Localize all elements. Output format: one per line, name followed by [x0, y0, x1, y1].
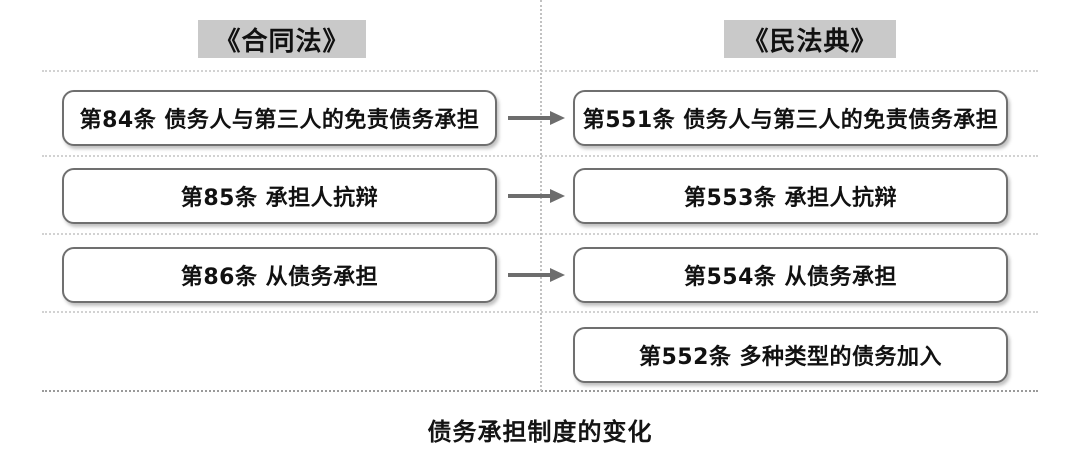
node-left-1: 第84条 债务人与第三人的免责债务承担 [62, 90, 497, 146]
node-right-4: 第552条 多种类型的债务加入 [573, 327, 1008, 383]
separator-line-bottom [42, 390, 1038, 392]
arrow-shaft [508, 116, 552, 120]
column-header-left: 《合同法》 [198, 20, 366, 58]
arrow-head [550, 111, 565, 125]
node-right-1: 第551条 债务人与第三人的免责债务承担 [573, 90, 1008, 146]
arrow-head [550, 189, 565, 203]
node-left-2: 第85条 承担人抗辩 [62, 168, 497, 224]
arrow-icon-1 [508, 111, 566, 125]
node-right-3: 第554条 从债务承担 [573, 247, 1008, 303]
arrow-head [550, 268, 565, 282]
node-right-2: 第553条 承担人抗辩 [573, 168, 1008, 224]
arrow-icon-3 [508, 268, 566, 282]
arrow-shaft [508, 273, 552, 277]
arrow-icon-2 [508, 189, 566, 203]
column-header-right: 《民法典》 [724, 20, 896, 58]
figure-caption: 债务承担制度的变化 [427, 418, 653, 446]
arrow-shaft [508, 194, 552, 198]
node-left-3: 第86条 从债务承担 [62, 247, 497, 303]
